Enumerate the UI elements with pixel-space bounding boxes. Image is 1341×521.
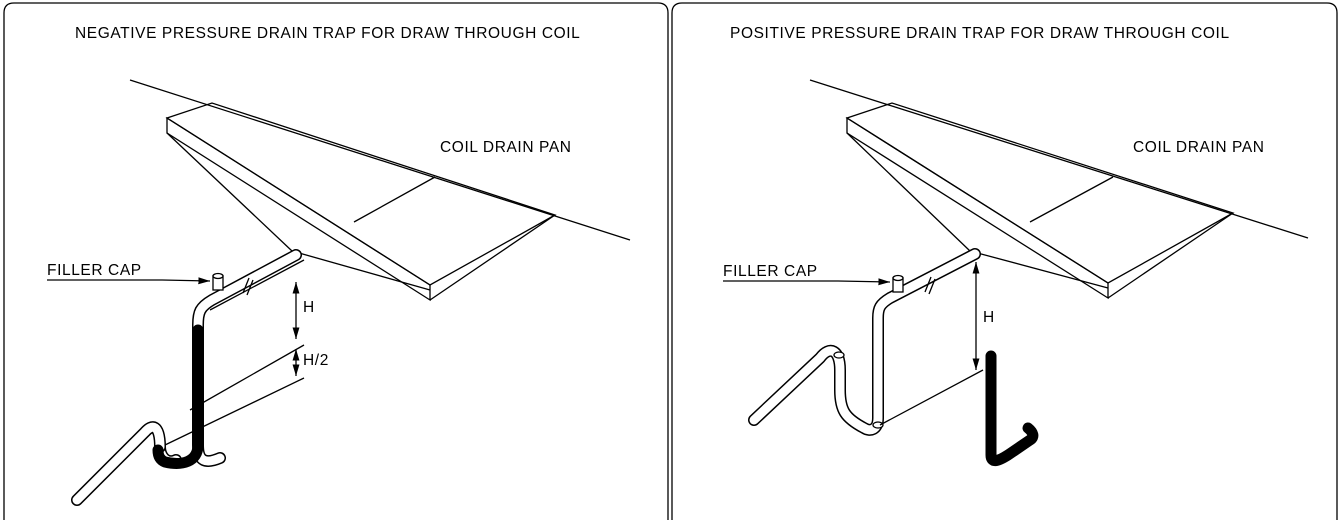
right-cap-label: FILLER CAP [723, 263, 818, 280]
right-filler-cap [892, 274, 904, 293]
right-panel-frame [671, 2, 1338, 520]
left-coil-drain-pan [129, 79, 631, 302]
right-pan-label: COIL DRAIN PAN [1133, 139, 1265, 156]
left-trap-water-seal [152, 324, 204, 469]
left-cap-leader [161, 277, 211, 285]
left-panel: NEGATIVE PRESSURE DRAIN TRAP FOR DRAW TH… [3, 2, 669, 520]
left-dimensions [164, 259, 305, 446]
left-pan-label: COIL DRAIN PAN [440, 139, 572, 156]
right-trap-water-seal [985, 350, 1039, 467]
left-panel-frame [3, 2, 669, 520]
left-panel-title: NEGATIVE PRESSURE DRAIN TRAP FOR DRAW TH… [75, 25, 580, 42]
right-coil-drain-pan [809, 79, 1309, 300]
left-dim-half: H/2 [303, 352, 329, 369]
right-cap-leader [837, 278, 891, 286]
right-trap-pipe [748, 248, 981, 436]
right-panel-title: POSITIVE PRESSURE DRAIN TRAP FOR DRAW TH… [730, 25, 1230, 42]
right-panel: POSITIVE PRESSURE DRAIN TRAP FOR DRAW TH… [671, 2, 1338, 520]
right-dimensions [879, 262, 984, 426]
left-dim-h: H [303, 299, 315, 316]
left-filler-cap [212, 272, 224, 291]
left-cap-label: FILLER CAP [47, 262, 142, 279]
right-dim-h: H [983, 309, 995, 326]
